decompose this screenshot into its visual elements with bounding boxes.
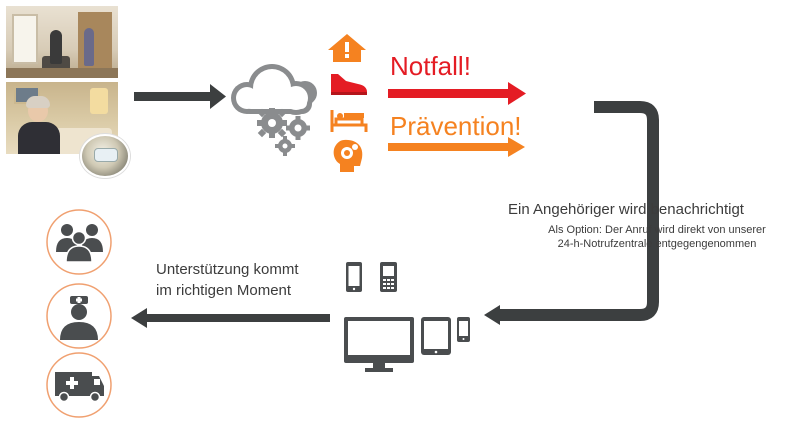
prevention-label: Prävention! xyxy=(390,111,522,141)
bracket-arrow xyxy=(484,101,659,325)
ambulance-icon xyxy=(46,352,112,418)
tablet-icon xyxy=(421,317,451,355)
smartphone-icon xyxy=(346,262,362,292)
bed-icon xyxy=(330,110,368,132)
support-label: Unterstützung kommt im richtigen Moment xyxy=(156,259,356,301)
support-label-line1: Unterstützung kommt xyxy=(156,261,299,278)
option-note: Als Option: Der Anruf wird direkt von un… xyxy=(514,223,800,251)
living-room-photo xyxy=(6,6,118,78)
family-group-icon xyxy=(46,209,112,275)
emergency-arrow xyxy=(388,82,526,105)
sensor-device-photo xyxy=(80,134,130,178)
small-phone-icon xyxy=(457,317,470,342)
relative-notified-label: Ein Angehöriger wird benachrichtigt xyxy=(508,201,744,218)
support-label-line2: im richtigen Moment xyxy=(156,282,292,299)
cloud-gears-icon xyxy=(231,64,317,156)
emergency-label: Notfall! xyxy=(390,51,471,81)
arrow-photos-to-cloud xyxy=(134,84,226,109)
mobile-phone-icon xyxy=(380,262,397,292)
shoe-icon xyxy=(331,74,367,95)
option-note-line2: 24-h-Notrufzentrale entgegengenommen xyxy=(557,238,757,250)
option-note-line1: Als Option: Der Anruf wird direkt von un… xyxy=(548,224,766,236)
nurse-icon xyxy=(46,283,112,349)
monitor-icon xyxy=(344,317,414,372)
arrow-devices-to-responders xyxy=(131,308,330,328)
head-gears-icon xyxy=(333,139,363,172)
prevention-arrow xyxy=(388,137,525,157)
house-alert-icon xyxy=(328,34,366,62)
